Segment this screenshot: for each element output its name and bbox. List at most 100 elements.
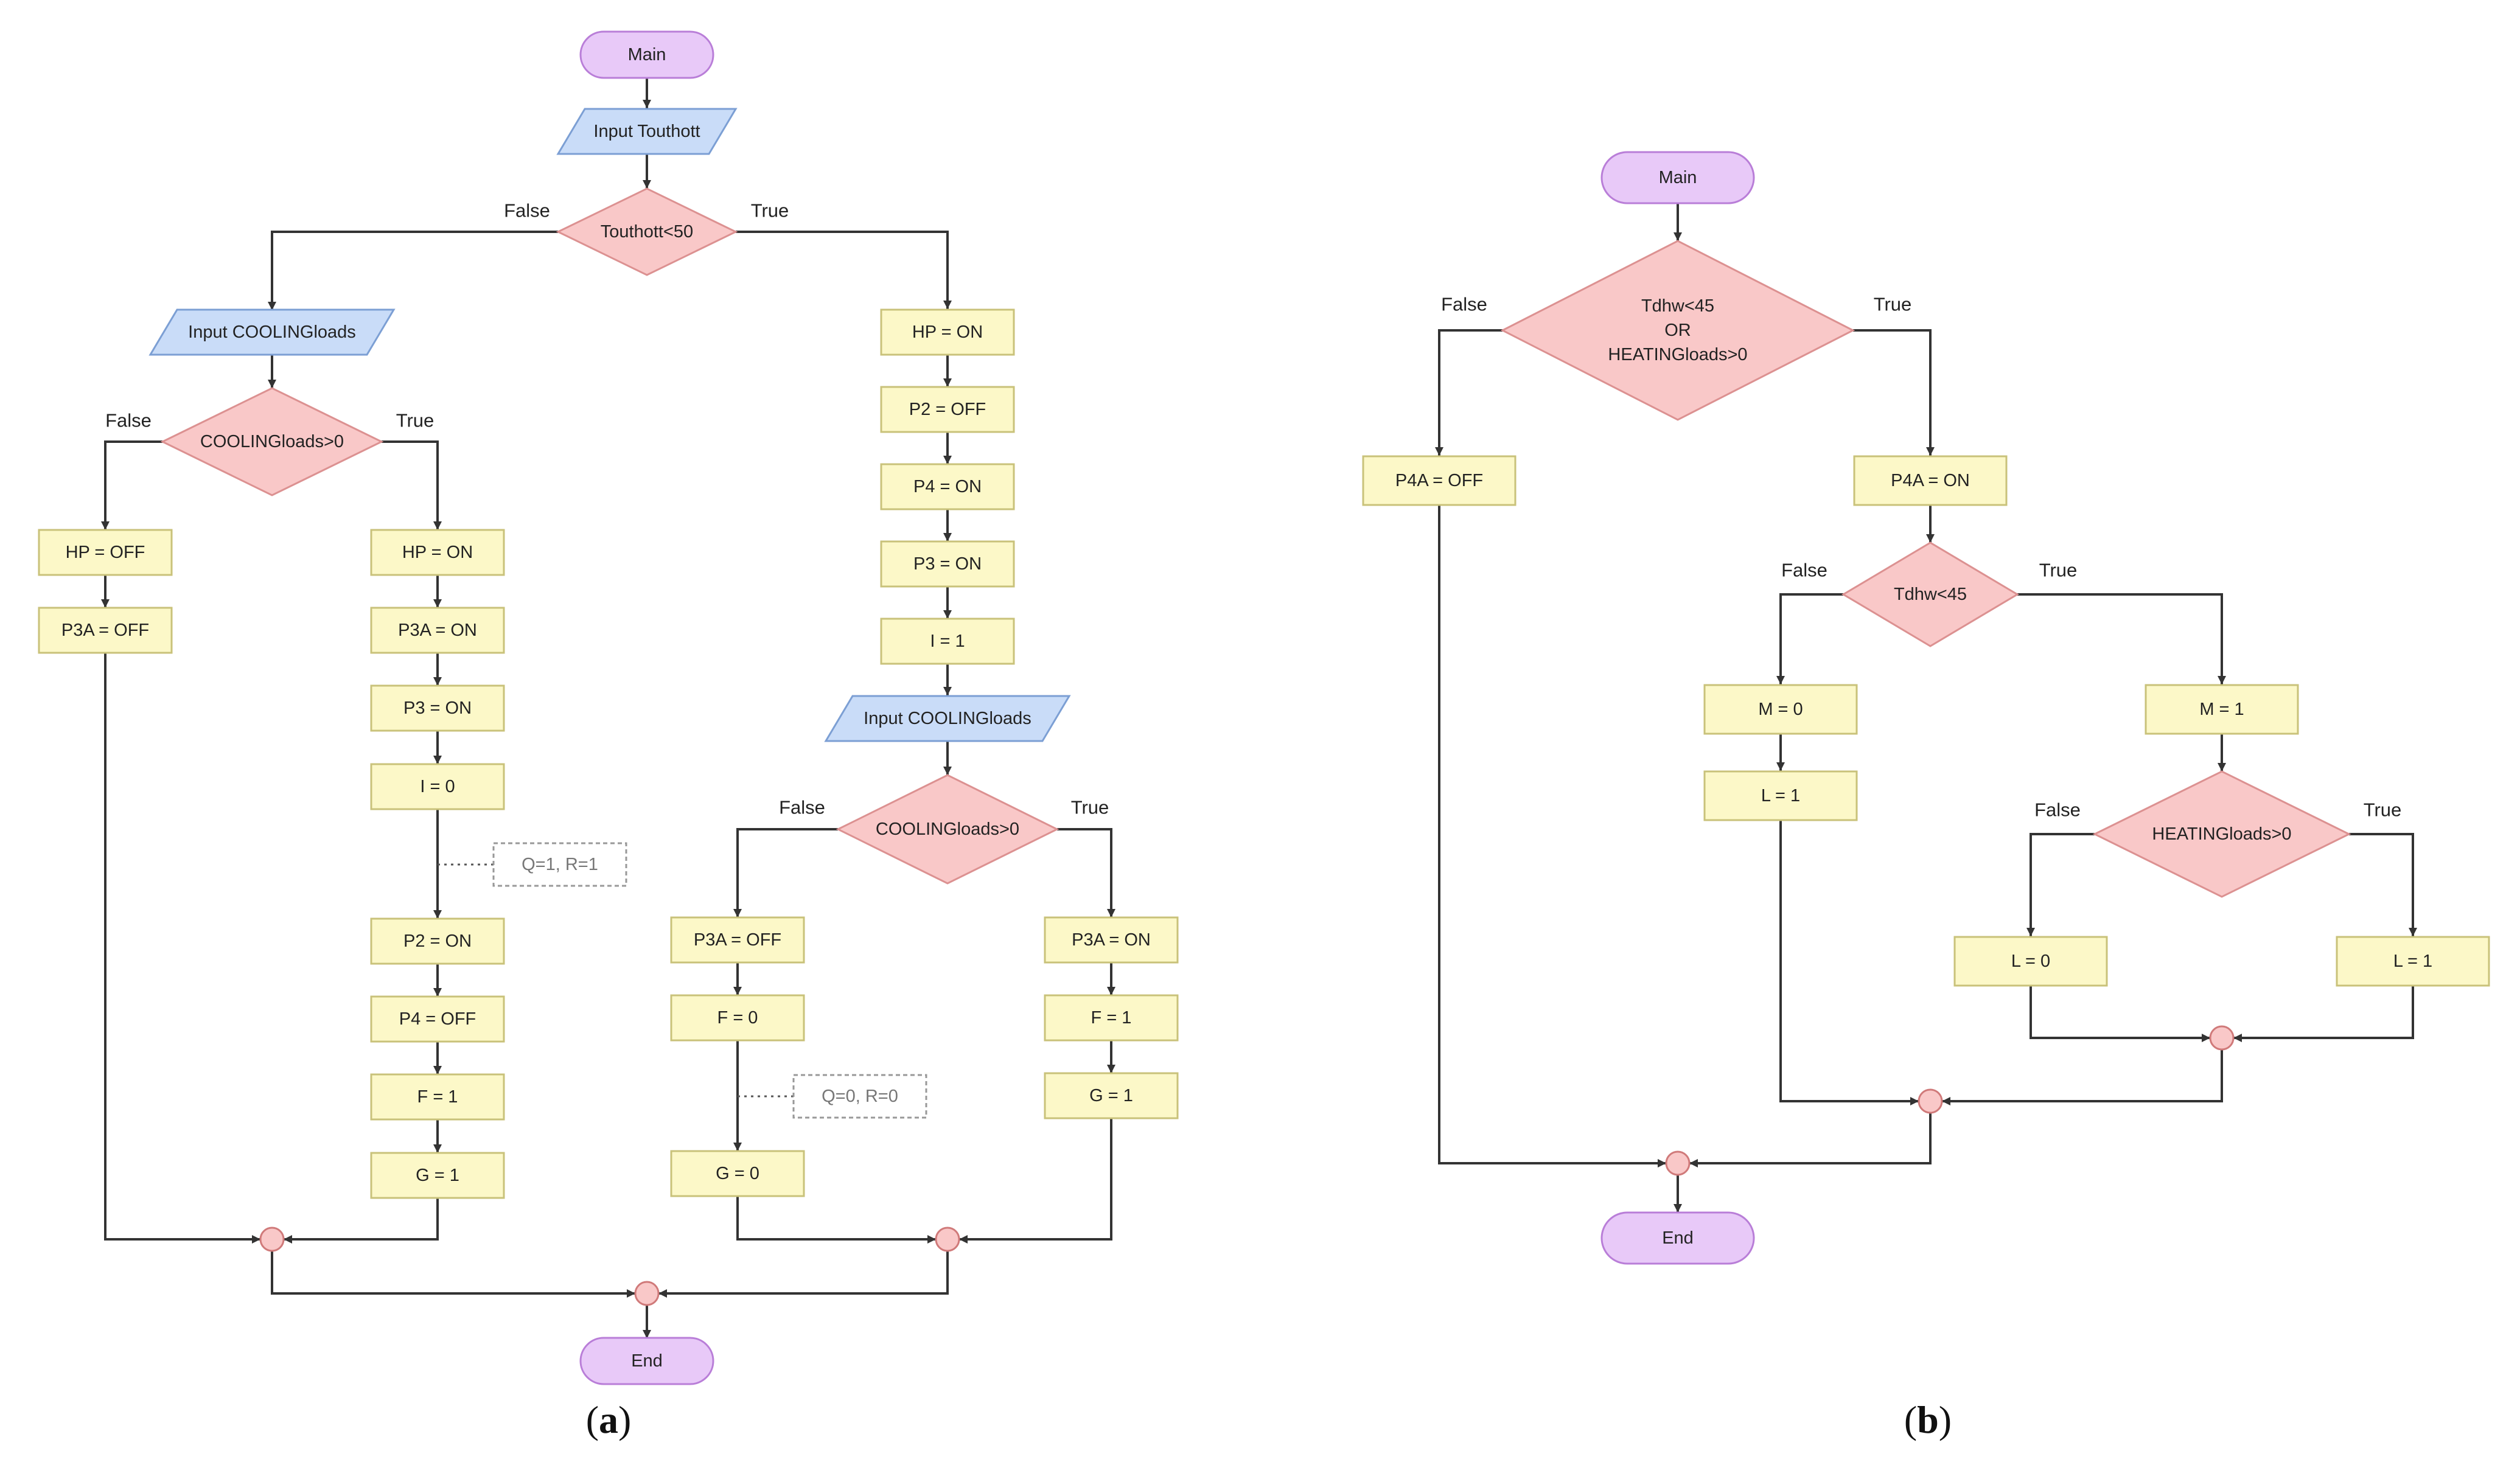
a-end-terminal-label: End [631,1351,663,1371]
a-left-true-step-8-label: G = 1 [416,1166,459,1185]
b-heating-false-step-shape [1953,936,2108,987]
flow-line [733,828,838,917]
a-right-cooling-true-label: True [1071,797,1109,818]
a-right-true-step-1: P3A = ON [1044,916,1179,964]
a-right-decision-cooling: COOLINGloads>0 [836,774,1059,885]
flow-line [1853,329,1935,456]
b-tdhw-false-step-1: M = 0 [1703,684,1858,735]
b-main-true-label: True [1874,294,1912,315]
a-left-false-step-2-shape [38,607,173,654]
b-decision-heating: HEATINGloads>0 [2092,770,2351,898]
b-decision-tdhw: Tdhw<45 [1841,541,2019,647]
a-left-true-step-2-shape [370,607,505,654]
a-left-input-cooling-label: Input COOLINGloads [188,322,356,342]
a-decision-touthott-label: Touthott<50 [601,222,693,242]
b-tdhw-false-step-1-shape [1703,684,1858,735]
a-right-true-step-1-label: P3A = ON [1072,930,1151,950]
a-right-step-1: HP = ON [880,308,1015,356]
a-right-cooling-false-label: False [779,797,825,818]
b-tdhw-true-step-shape [2145,684,2299,735]
a-left-true-step-5-shape [370,917,505,965]
flow-line [2026,833,2095,936]
connector-lines [101,78,2417,1338]
a-right-step-2-label: P2 = OFF [909,400,986,419]
figure-captions: (a)(b) [586,1398,1952,1441]
flow-line [2030,986,2210,1042]
flow-line [1435,329,1503,456]
b-tdhw-false-step-2-shape [1703,770,1858,821]
a-right-false-step-1: P3A = OFF [670,916,805,964]
b-tdhw-false-step-1-label: M = 0 [1758,700,1803,719]
b-true-step-shape [1853,455,2008,506]
a-right-step-4-shape [880,540,1015,588]
a-touthott-false-label: False [504,200,550,221]
a-left-note-box [492,842,627,887]
a-right-step-3: P4 = ON [880,463,1015,510]
b-decision-heating-shape [2092,770,2351,898]
a-left-true-step-2-label: P3A = ON [398,621,477,640]
a-right-note-label: Q=0, R=0 [822,1087,898,1106]
caption-b: (b) [1904,1398,1952,1441]
b-heating-false-step-label: L = 0 [2011,952,2050,971]
a-left-true-step-4-label: I = 0 [420,777,455,796]
b-false-step-label: P4A = OFF [1395,471,1483,490]
a-left-merge-connector [259,1227,285,1252]
a-left-decision-cooling: COOLINGloads>0 [160,387,384,496]
b-tdhw-true-label: True [2039,560,2078,581]
a-right-note-box [792,1074,927,1119]
b-decision-tdhw-shape [1841,541,2019,647]
b-main-terminal-label: Main [1659,168,1697,187]
a-left-true-step-1-shape [370,529,505,576]
a-right-false-step-2-shape [670,994,805,1042]
a-right-step-3-shape [880,463,1015,510]
flow-line [1779,820,1919,1105]
a-left-true-step-7-shape [370,1073,505,1121]
a-right-true-step-2-label: F = 1 [1091,1008,1132,1028]
a-input-touthott-label: Input Touthott [593,122,700,141]
flow-line [268,231,558,310]
a-right-merge-connector [935,1227,960,1252]
a-right-step-4-label: P3 = ON [913,554,982,574]
flow-line [271,1251,635,1298]
a-left-cooling-true-label: True [396,410,435,431]
a-right-input-cooling-shape [824,695,1071,742]
flow-line [1438,505,1666,1168]
b-tdhw-false-label: False [1781,560,1827,581]
a-decision-touthott: Touthott<50 [556,187,738,276]
a-right-step-2: P2 = OFF [880,386,1015,433]
flow-line [959,1118,1112,1244]
a-left-true-step-2: P3A = ON [370,607,505,654]
b-decision-tdhw-label: Tdhw<45 [1894,585,1967,604]
a-left-true-step-1-label: HP = ON [402,543,473,562]
a-right-note: Q=0, R=0 [738,1074,927,1119]
b-main-false-label: False [1441,294,1487,315]
a-left-true-step-1: HP = ON [370,529,505,576]
a-left-true-step-3: P3 = ON [370,684,505,732]
b-end-terminal-label: End [1662,1228,1694,1248]
a-left-input-cooling: Input COOLINGloads [148,308,396,356]
a-main-terminal-shape [579,30,714,79]
a-right-decision-cooling-label: COOLINGloads>0 [876,820,1019,839]
a-right-false-step-1-shape [670,916,805,964]
a-right-step-3-label: P4 = ON [913,477,982,496]
b-heating-true-label: True [2364,799,2402,821]
a-right-false-step-1-label: P3A = OFF [694,930,781,950]
b-tdhw-merge-connector [1918,1088,1943,1114]
b-decision-heating-label: HEATINGloads>0 [2152,824,2291,844]
b-decision-main-label-line: OR [1664,321,1691,340]
b-heating-false-label: False [2034,799,2081,821]
flow-line [101,440,162,530]
a-input-touthott: Input Touthott [556,108,738,155]
a-left-true-step-7: F = 1 [370,1073,505,1121]
a-input-touthott-shape [556,108,738,155]
flow-line [2349,833,2417,936]
a-right-step-4: P3 = ON [880,540,1015,588]
a-main-terminal: Main [579,30,714,79]
a-right-false-step-3-label: G = 0 [716,1164,759,1183]
a-left-true-step-3-label: P3 = ON [403,698,472,718]
flow-line [1057,828,1115,917]
b-end-terminal: End [1600,1211,1755,1265]
